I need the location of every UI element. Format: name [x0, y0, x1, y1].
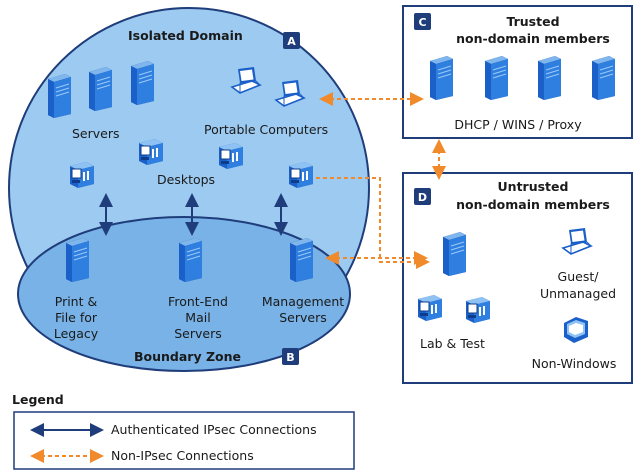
server-icon	[130, 61, 154, 105]
server-icon	[429, 56, 453, 100]
desktop-icon	[69, 161, 95, 188]
svg-text:C: C	[418, 16, 426, 29]
badge-b: B	[282, 348, 299, 365]
trusted-title-line1: Trusted	[506, 14, 559, 29]
server-icon	[484, 56, 508, 100]
mail-label-line2: Mail	[185, 310, 210, 325]
print-file-label-line2: File for	[55, 310, 98, 325]
server-icon	[289, 238, 313, 282]
desktop-icon	[138, 138, 164, 165]
desktop-icon	[465, 296, 491, 323]
guest-label-line2: Unmanaged	[540, 286, 616, 301]
svg-text:D: D	[418, 191, 427, 204]
server-icon	[47, 74, 71, 118]
guest-label-line1: Guest/	[558, 269, 600, 284]
mail-label-line3: Servers	[174, 326, 222, 341]
server-icon	[88, 67, 112, 111]
server-icon	[178, 238, 202, 282]
server-icon	[442, 232, 466, 276]
trusted-caption: DHCP / WINS / Proxy	[454, 117, 582, 132]
badge-c: C	[414, 13, 431, 30]
non-windows-label: Non-Windows	[532, 356, 617, 371]
svg-text:B: B	[286, 351, 294, 364]
mgmt-label-line2: Servers	[279, 310, 327, 325]
legend-non-ipsec-label: Non-IPsec Connections	[111, 448, 254, 463]
portable-computers-label: Portable Computers	[204, 122, 328, 137]
desktop-icon	[417, 294, 443, 321]
badge-a: A	[283, 32, 300, 49]
boundary-zone-title: Boundary Zone	[134, 349, 241, 364]
mail-label-line1: Front-End	[168, 294, 228, 309]
trusted-title-line2: non-domain members	[456, 31, 610, 46]
print-file-label-line3: Legacy	[54, 326, 99, 341]
servers-label: Servers	[72, 126, 120, 141]
mgmt-label-line1: Management	[262, 294, 344, 309]
boundary-zone-area	[17, 216, 351, 372]
badge-d: D	[414, 188, 431, 205]
server-icon	[65, 238, 89, 282]
untrusted-title-line2: non-domain members	[456, 197, 610, 212]
isolated-domain-title: Isolated Domain	[128, 28, 243, 43]
server-icon	[537, 56, 561, 100]
legend-title: Legend	[12, 392, 64, 407]
desktop-icon	[218, 142, 244, 169]
desktops-label: Desktops	[157, 172, 215, 187]
untrusted-title-line1: Untrusted	[498, 179, 569, 194]
svg-text:A: A	[287, 35, 296, 48]
server-icon	[591, 56, 615, 100]
desktop-icon	[288, 161, 314, 188]
legend-authenticated-label: Authenticated IPsec Connections	[111, 422, 317, 437]
print-file-label-line1: Print &	[55, 294, 98, 309]
lab-test-label: Lab & Test	[420, 336, 485, 351]
untrusted-box	[402, 172, 633, 384]
legend-box	[13, 411, 355, 470]
